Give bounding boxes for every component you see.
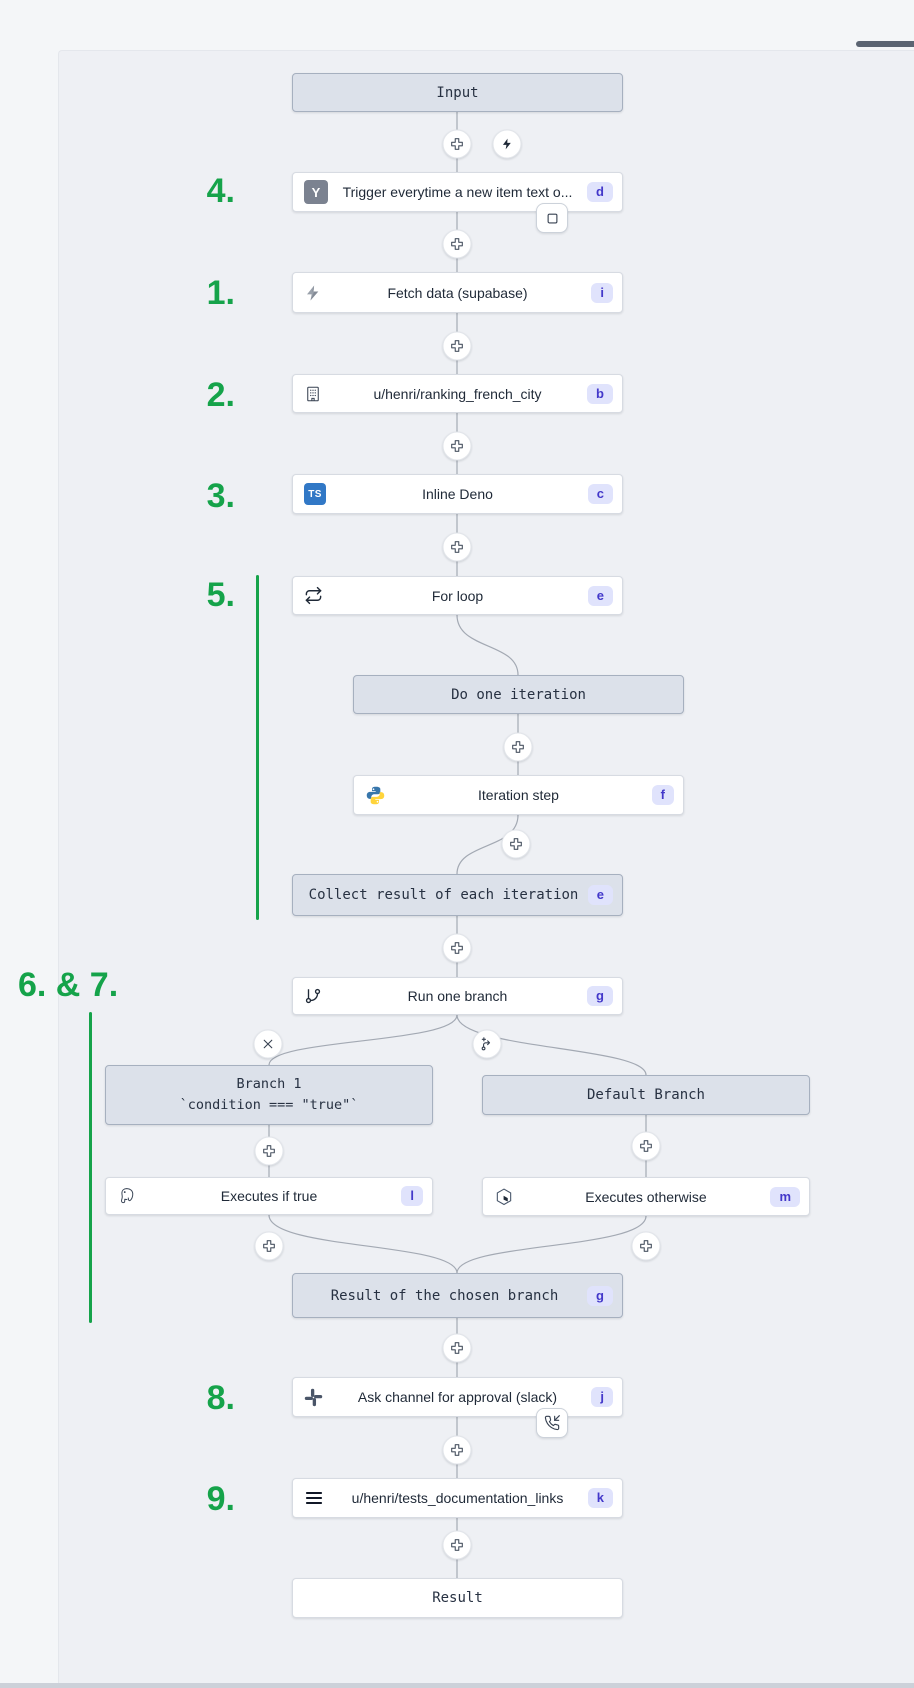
annotation-bracket-line-6-7 — [89, 1012, 92, 1323]
node-ranking-french-city[interactable]: u/henri/ranking_french_city b — [292, 374, 623, 413]
node-do-one-iteration[interactable]: Do one iteration — [353, 675, 684, 714]
menu-icon — [304, 1488, 324, 1508]
node-label: Iteration step — [478, 787, 559, 803]
step-id-badge: k — [587, 1488, 613, 1508]
suspend-approval-button[interactable] — [536, 1408, 568, 1438]
typescript-icon: TS — [304, 483, 326, 505]
node-label: Executes if true — [220, 1188, 318, 1204]
node-label: Executes otherwise — [585, 1188, 707, 1205]
step-id-badge: m — [770, 1186, 800, 1207]
step-id-badge: g — [587, 1285, 613, 1306]
add-step-button[interactable] — [442, 331, 472, 361]
remove-branch-button[interactable] — [253, 1029, 283, 1059]
node-label: Ask channel for approval (slack) — [357, 1389, 558, 1405]
stop-square-icon — [547, 213, 557, 223]
node-fetch-data[interactable]: Fetch data (supabase) i — [292, 272, 623, 313]
node-ask-approval[interactable]: Ask channel for approval (slack) j — [292, 1377, 623, 1417]
add-step-button[interactable] — [442, 129, 472, 159]
node-iteration-step[interactable]: Iteration step f — [353, 775, 684, 815]
node-result[interactable]: Result — [292, 1578, 623, 1618]
node-run-one-branch[interactable]: Run one branch g — [292, 977, 623, 1015]
node-result-chosen-branch[interactable]: Result of the chosen branch g — [292, 1273, 623, 1318]
node-executes-otherwise[interactable]: Executes otherwise m — [482, 1177, 810, 1216]
node-label: Result — [432, 1590, 483, 1606]
node-for-loop[interactable]: For loop e — [292, 576, 623, 615]
add-step-button[interactable] — [442, 532, 472, 562]
postgresql-icon — [117, 1186, 137, 1206]
add-step-button[interactable] — [442, 431, 472, 461]
node-label: Fetch data (supabase) — [387, 284, 528, 301]
git-branch-icon — [304, 987, 322, 1005]
node-label: Default Branch — [586, 1087, 705, 1103]
add-step-button[interactable] — [442, 933, 472, 963]
zap-icon — [304, 284, 322, 302]
add-step-button[interactable] — [254, 1231, 284, 1261]
node-label: u/henri/ranking_french_city — [373, 385, 542, 402]
annotation-number-6-7: 6. & 7. — [18, 966, 119, 1004]
node-label: For loop — [431, 587, 484, 604]
hexagon-module-icon — [494, 1187, 514, 1207]
branch-condition: `condition === "true"` — [179, 1097, 359, 1113]
add-step-button[interactable] — [631, 1231, 661, 1261]
node-label: Trigger everytime a new item text o... — [342, 184, 573, 200]
step-id-badge: g — [587, 986, 613, 1006]
branch-title: Branch 1 — [236, 1076, 302, 1093]
step-id-badge: d — [587, 182, 613, 202]
add-step-button[interactable] — [631, 1131, 661, 1161]
early-stop-button[interactable] — [536, 203, 568, 233]
trigger-bolt-button[interactable] — [492, 129, 522, 159]
node-default-branch-header[interactable]: Default Branch — [482, 1075, 810, 1115]
step-id-badge: e — [587, 585, 613, 606]
node-tests-documentation-links[interactable]: u/henri/tests_documentation_links k — [292, 1478, 623, 1518]
node-label: Run one branch — [407, 988, 508, 1004]
node-label: Inline Deno — [422, 486, 493, 502]
window-edge-fragment — [856, 41, 914, 47]
node-label: Input — [436, 84, 479, 101]
step-id-badge: f — [651, 785, 674, 805]
add-branch-button[interactable] — [472, 1029, 502, 1059]
node-trigger[interactable]: Y Trigger everytime a new item text o...… — [292, 172, 623, 212]
phone-incoming-icon — [544, 1415, 560, 1431]
node-executes-if-true[interactable]: Executes if true l — [105, 1177, 433, 1215]
node-input[interactable]: Input — [292, 73, 623, 112]
step-id-badge: e — [587, 885, 613, 905]
annotation-number-3: 3. — [206, 477, 235, 515]
step-id-badge: c — [587, 484, 613, 504]
slack-icon — [304, 1388, 323, 1407]
node-label: Result of the chosen branch — [330, 1287, 559, 1304]
annotation-number-2: 2. — [206, 376, 235, 414]
step-id-badge: j — [591, 1387, 613, 1407]
add-step-button[interactable] — [442, 229, 472, 259]
add-step-button[interactable] — [442, 1435, 472, 1465]
node-branch-1-header[interactable]: Branch 1 `condition === "true"` — [105, 1065, 433, 1125]
node-label: u/henri/tests_documentation_links — [351, 1490, 564, 1506]
node-label: Collect result of each iteration — [308, 887, 579, 903]
add-step-button[interactable] — [442, 1530, 472, 1560]
add-step-button[interactable] — [503, 732, 533, 762]
annotation-bracket-line-5 — [256, 575, 259, 920]
hackernews-icon: Y — [304, 180, 328, 204]
node-label: Do one iteration — [451, 686, 586, 703]
step-id-badge: b — [587, 383, 613, 404]
annotation-number-9: 9. — [206, 1480, 235, 1518]
node-inline-deno[interactable]: TS Inline Deno c — [292, 474, 623, 514]
annotation-number-8: 8. — [206, 1379, 235, 1417]
step-id-badge: l — [401, 1186, 423, 1206]
annotation-number-5: 5. — [206, 576, 235, 614]
python-icon — [365, 785, 386, 806]
step-id-badge: i — [591, 282, 613, 303]
node-collect-result[interactable]: Collect result of each iteration e — [292, 874, 623, 916]
repeat-icon — [304, 586, 323, 605]
add-step-button[interactable] — [254, 1136, 284, 1166]
annotation-number-1: 1. — [206, 274, 235, 312]
window-bottom-edge — [0, 1683, 914, 1688]
add-step-button[interactable] — [501, 829, 531, 859]
annotation-number-4: 4. — [206, 172, 235, 210]
building-icon — [304, 385, 322, 403]
add-step-button[interactable] — [442, 1333, 472, 1363]
